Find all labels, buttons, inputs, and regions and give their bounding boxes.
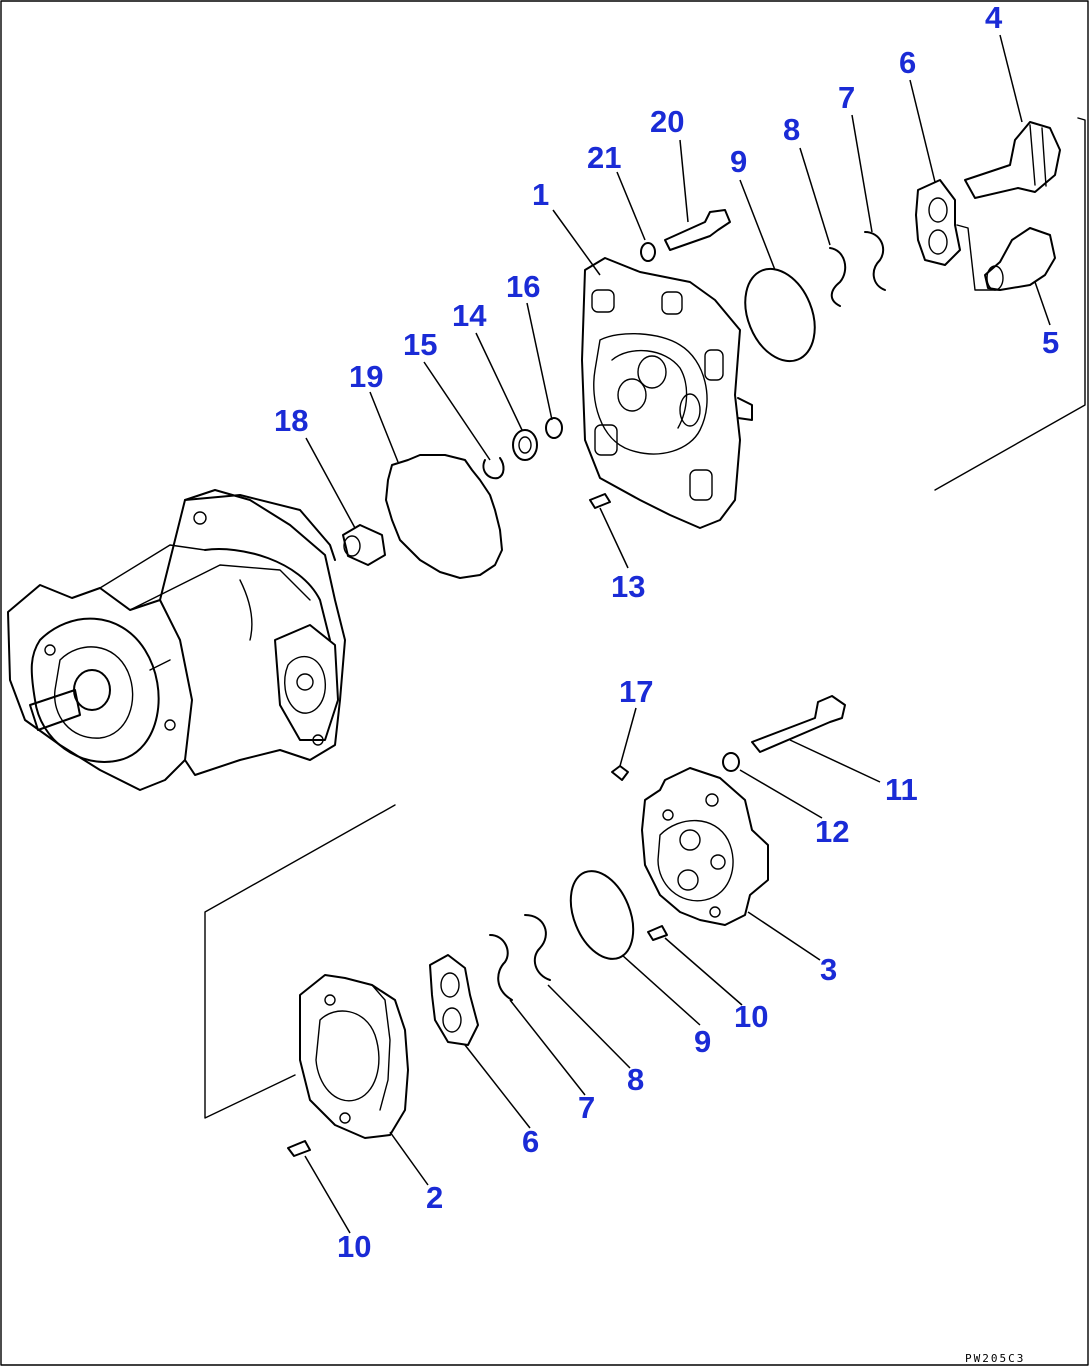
pin-10-mid <box>647 925 668 941</box>
callouts: 1 2 3 4 5 6 6 7 7 8 8 9 9 10 10 11 12 13… <box>274 0 1059 1264</box>
callout-1: 1 <box>532 177 549 212</box>
callout-6-upper: 6 <box>899 45 916 80</box>
bracket-right <box>934 117 1086 491</box>
callout-20: 20 <box>650 104 684 139</box>
plug-17 <box>611 765 629 781</box>
seal-ring-9-upper <box>744 267 816 363</box>
rear-housing-3 <box>641 767 769 926</box>
callout-16: 16 <box>506 269 540 304</box>
pump-body <box>7 489 346 791</box>
callout-8-lower: 8 <box>627 1062 644 1097</box>
callout-21: 21 <box>587 140 621 175</box>
callout-7-lower: 7 <box>578 1090 595 1125</box>
callout-18: 18 <box>274 403 308 438</box>
bolt-20 <box>664 209 731 251</box>
backup-ring-8-upper <box>829 247 847 307</box>
gear-5 <box>984 227 1056 291</box>
ring-16 <box>545 417 563 439</box>
callout-6-lower: 6 <box>522 1124 539 1159</box>
washer-12 <box>722 752 740 772</box>
front-housing-2 <box>299 974 409 1139</box>
backup-ring-7-lower <box>489 934 513 1001</box>
callout-15: 15 <box>403 327 437 362</box>
callout-13: 13 <box>611 569 645 604</box>
callout-9-upper: 9 <box>730 144 747 179</box>
callout-9-lower: 9 <box>694 1024 711 1059</box>
pin-10-lower <box>287 1140 311 1157</box>
callout-19: 19 <box>349 359 383 394</box>
backup-ring-7-upper <box>864 231 886 291</box>
callout-12: 12 <box>815 814 849 849</box>
pin-13 <box>589 493 611 509</box>
backup-ring-8-lower <box>524 914 551 981</box>
callout-8-upper: 8 <box>783 112 800 147</box>
callout-3: 3 <box>820 952 837 987</box>
callout-5: 5 <box>1042 325 1059 360</box>
snap-ring-15 <box>482 457 505 480</box>
bracket-lower <box>204 804 396 1119</box>
callout-10-mid: 10 <box>734 999 768 1034</box>
bolt-11 <box>751 695 846 753</box>
sleeve-18 <box>342 524 386 566</box>
callout-4: 4 <box>985 0 1003 35</box>
callout-17: 17 <box>619 674 653 709</box>
plate-6-upper <box>915 179 961 266</box>
callout-11: 11 <box>885 772 918 807</box>
leader-lines <box>304 34 1051 1234</box>
plate-6-lower <box>429 954 479 1046</box>
bearing-14 <box>512 429 538 461</box>
callout-10-lower: 10 <box>337 1229 371 1264</box>
gear-shaft-4 <box>964 121 1061 199</box>
drawing-code: PW205C3 <box>965 1352 1025 1365</box>
cover-plate <box>581 257 753 529</box>
callout-7-upper: 7 <box>838 80 855 115</box>
seal-ring-9-lower <box>569 870 635 960</box>
callout-2: 2 <box>426 1180 443 1215</box>
callout-14: 14 <box>452 298 487 333</box>
gasket-19 <box>385 454 503 579</box>
bracket-upper <box>956 224 1001 291</box>
washer-21 <box>640 242 656 262</box>
